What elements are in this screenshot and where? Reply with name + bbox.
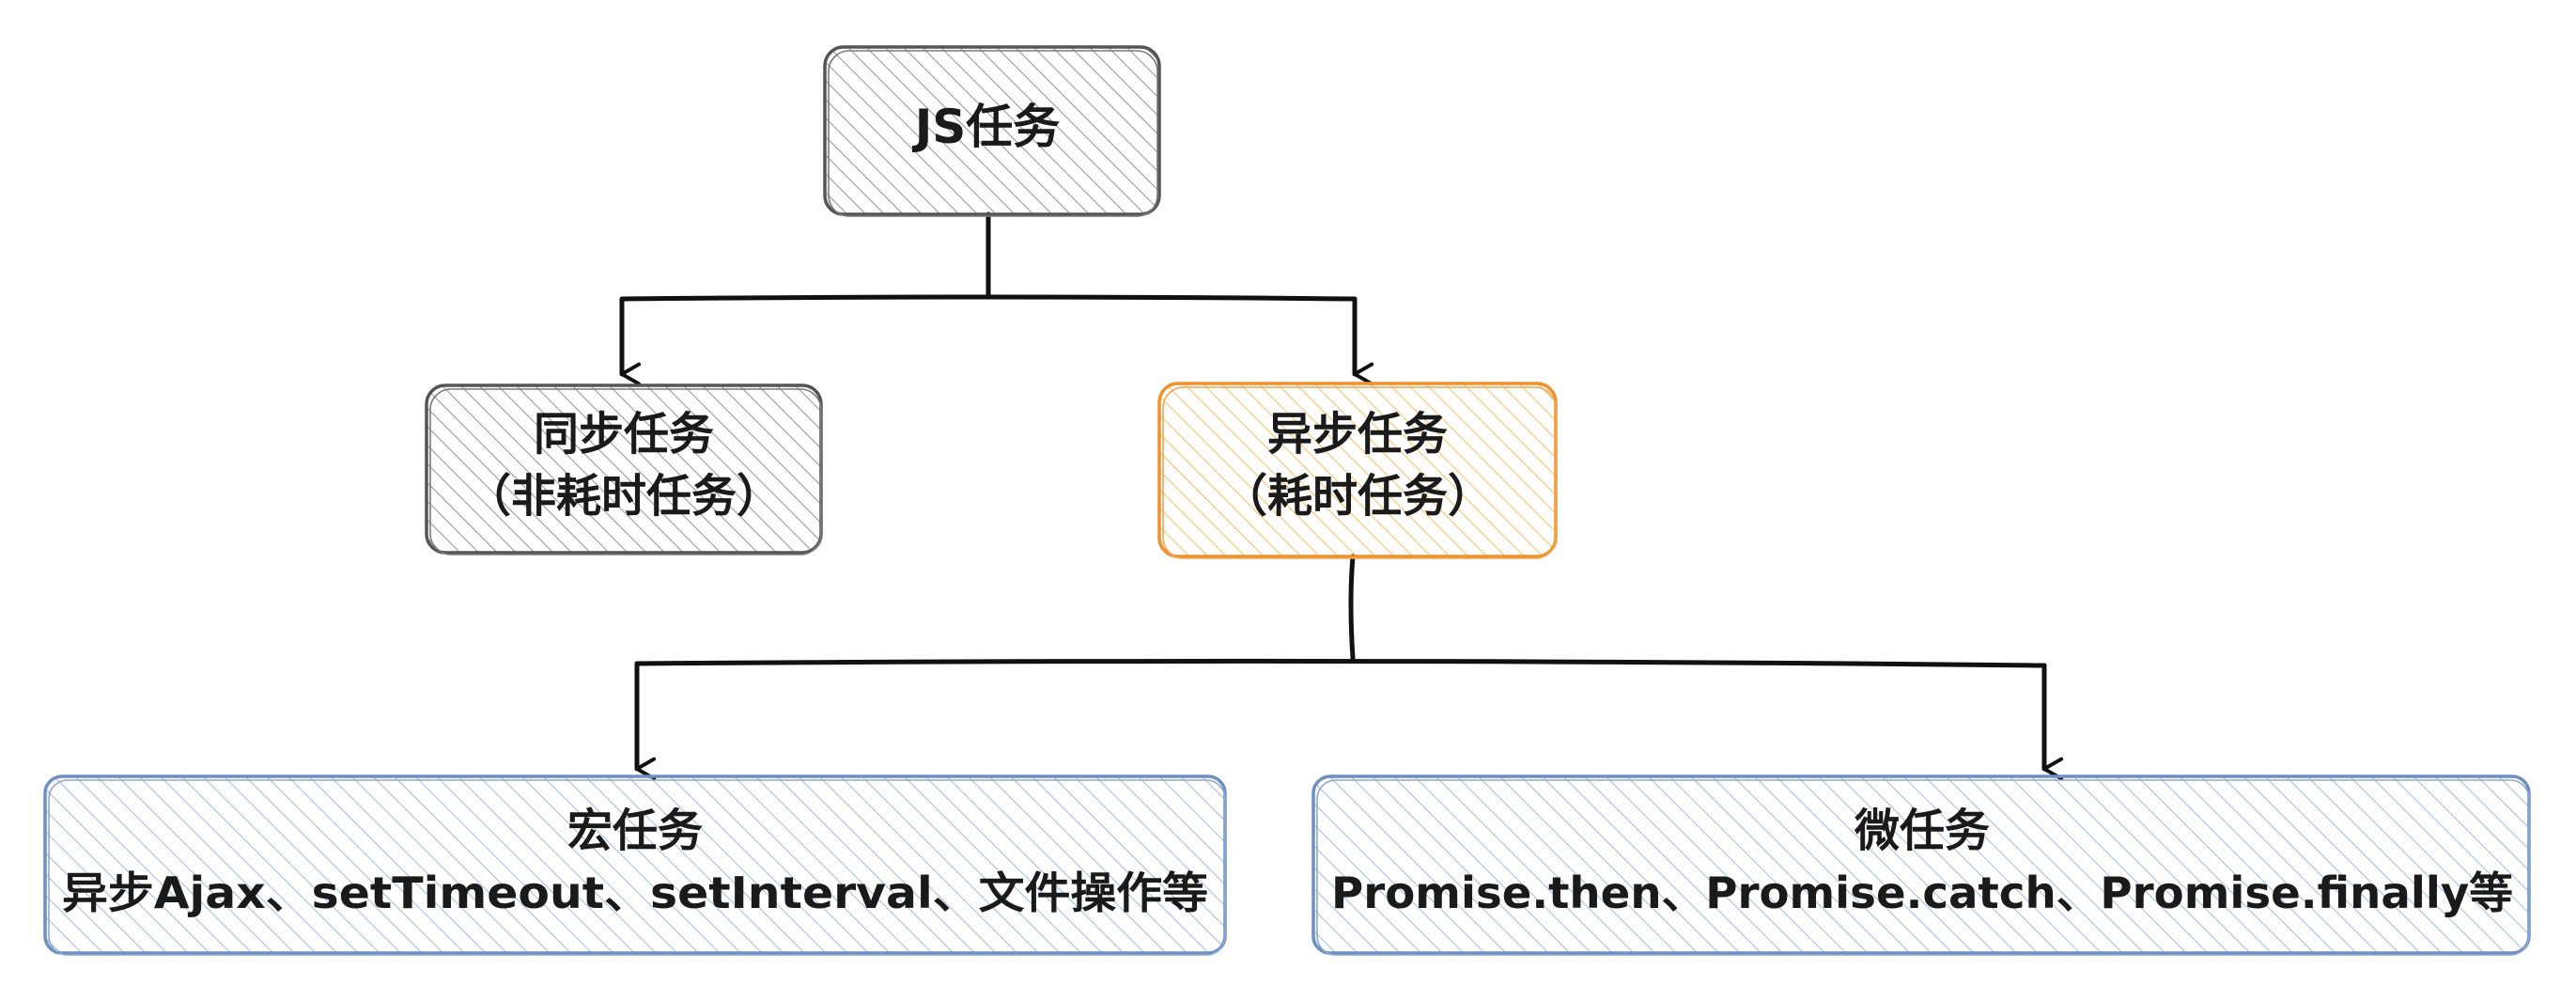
edge-root-bar (619, 294, 1358, 302)
node-micro: 微任务 Promise.then、Promise.catch、Promise.f… (1311, 774, 2531, 956)
node-macro: 宏任务 异步Ajax、setTimeout、setInterval、文件操作等 (43, 774, 1227, 956)
node-macro-line1: 宏任务 (567, 805, 703, 857)
edges (619, 211, 2064, 781)
node-micro-line1: 微任务 (1854, 805, 1990, 857)
node-sync-line2: （非耗时任务） (466, 470, 782, 523)
node-sync: 同步任务 （非耗时任务） (425, 383, 823, 555)
node-async: 异步任务 （耗时任务） (1157, 382, 1558, 559)
edge-async-stem (1348, 554, 1356, 661)
edge-async-bar (634, 658, 2047, 668)
node-sync-line1: 同步任务 (534, 408, 714, 461)
node-async-line1: 异步任务 (1267, 408, 1448, 461)
node-micro-line2: Promise.then、Promise.catch、Promise.final… (1331, 868, 2513, 918)
node-root: JS任务 (823, 45, 1161, 217)
node-root-label: JS任务 (912, 100, 1061, 154)
node-macro-line2: 异步Ajax、setTimeout、setInterval、文件操作等 (62, 868, 1208, 918)
node-async-line2: （耗时任务） (1222, 470, 1493, 523)
